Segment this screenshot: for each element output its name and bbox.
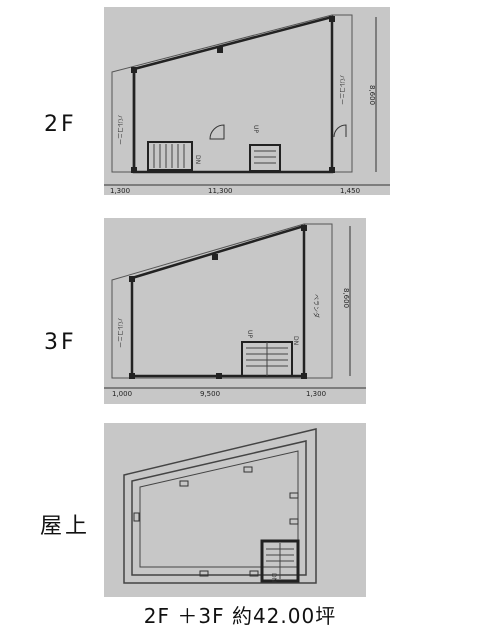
dim-1: 1,300 (110, 187, 130, 195)
column (131, 67, 137, 73)
dim-3: 1,450 (340, 187, 360, 195)
stair-up-label: UP (246, 330, 253, 338)
dim-1: 1,000 (112, 390, 132, 398)
floor-plan-rooftop: DN (104, 423, 366, 597)
column (301, 373, 307, 379)
column (131, 167, 137, 173)
dim-2: 11,300 (208, 187, 233, 195)
dim-depth: 8,600 (368, 85, 376, 105)
column (217, 47, 223, 53)
room-label-balcony-right: バルコニー (338, 75, 345, 105)
stair (260, 539, 300, 583)
column (216, 373, 222, 379)
room-label-veranda: ベランダ (312, 294, 320, 318)
stair (147, 141, 193, 171)
floor-plan-3f: バルコニー ベランダ UP DN 8,600 1,000 9,500 1,300 (104, 218, 366, 404)
stair-dn-label: DN (270, 573, 277, 582)
stair-up-label: UP (252, 125, 259, 133)
stair-dn-label: DN (292, 336, 299, 345)
floor-plan-2f: バルコニー バルコニー DN UP 8,600 1,300 11,300 1,4… (104, 7, 390, 195)
stair (249, 144, 281, 172)
column (329, 167, 335, 173)
room-label-balcony-left: バルコニー (116, 115, 123, 145)
floor-label-3f: 3F (44, 330, 77, 355)
dim-depth: 8,600 (342, 288, 350, 308)
stair-dn-label: DN (194, 155, 201, 164)
column (129, 373, 135, 379)
column (129, 276, 135, 282)
column (212, 254, 218, 260)
floor-label-rooftop: 屋上 (40, 514, 91, 539)
dim-2: 9,500 (200, 390, 220, 398)
column (329, 16, 335, 22)
dim-3: 1,300 (306, 390, 326, 398)
column (301, 225, 307, 231)
room-label-balcony-left: バルコニー (116, 318, 123, 348)
floor-label-2f: 2F (44, 112, 77, 137)
area-summary: 2F ＋3F 約42.00坪 (143, 604, 337, 628)
